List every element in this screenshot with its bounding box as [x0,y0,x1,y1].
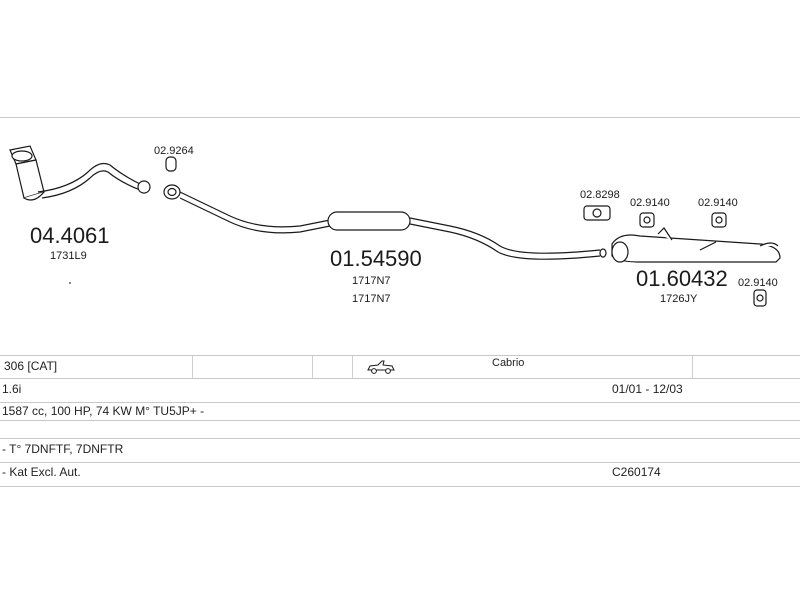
gasket-drawing [165,156,177,172]
vehicle-code: C260174 [612,465,661,479]
vehicle-body: Cabrio [492,357,525,369]
col-separator [312,355,313,378]
table-rule-top-frame [0,117,800,118]
clamp-drawing [583,205,611,221]
vehicle-type: - T° 7DNFTF, 7DNFTR [2,442,124,456]
vehicle-years: 01/01 - 12/03 [612,382,683,396]
table-rule-6 [0,462,800,463]
table-rule-3 [0,402,800,403]
vehicle-engine: 1.6i [2,382,22,396]
vehicle-note: - Kat Excl. Aut. [2,465,81,479]
center-pipe-ref-1: 1717N7 [352,275,391,287]
vehicle-spec: 1587 cc, 100 HP, 74 KW M° TU5JP+ - [2,404,205,418]
center-pipe-part-number: 01.54590 [330,246,422,271]
clamp-part-number: 02.8298 [580,189,620,201]
rear-silencer-drawing [611,227,781,263]
cabrio-car-icon [366,359,396,378]
col-separator [692,355,693,378]
exhaust-diagram: 04.4061 1731L9 02.9264 01.54590 1717N7 1… [9,145,781,307]
center-pipe-ref-2: 1717N7 [352,293,391,305]
table-rule-1 [0,355,800,356]
table-rule-7 [0,486,800,487]
flange-drawing [163,184,181,200]
col-separator [192,355,193,378]
gasket-part-number: 02.9264 [154,145,194,157]
vehicle-model: 306 [CAT] [4,359,58,373]
hanger3-part-number: 02.9140 [738,277,778,289]
table-rule-5 [0,438,800,439]
col-separator [352,355,353,378]
catalyst-drawing [9,145,151,201]
rear-silencer-part-number: 01.60432 [636,266,728,291]
catalyst-part-number: 04.4061 [30,223,110,248]
hanger-drawing [639,212,767,307]
hanger1-part-number: 02.9140 [630,197,670,209]
catalyst-ref: 1731L9 [50,250,87,262]
table-rule-4 [0,420,800,421]
hanger2-part-number: 02.9140 [698,197,738,209]
table-rule-2 [0,378,800,379]
center-pipe-drawing [179,191,607,260]
rear-silencer-ref: 1726JY [660,293,698,305]
